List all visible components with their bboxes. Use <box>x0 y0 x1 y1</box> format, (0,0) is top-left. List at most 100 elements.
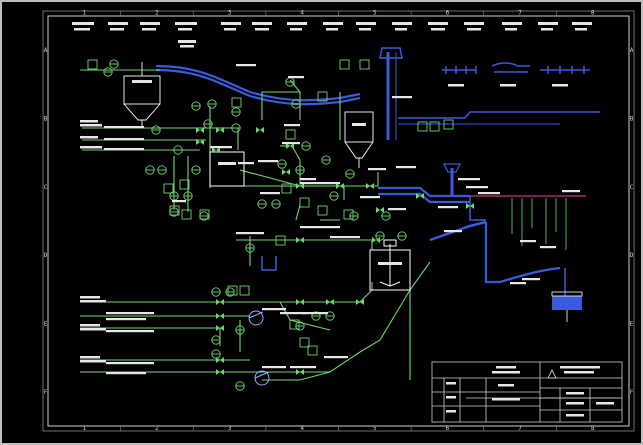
valve <box>216 357 224 363</box>
tank-icon <box>551 291 583 322</box>
title-block <box>431 361 623 423</box>
column-marker: 1 <box>83 425 87 432</box>
tag-label <box>368 168 386 171</box>
valve <box>286 143 294 149</box>
column-marker: 7 <box>518 425 522 432</box>
instrument-bubble-icon <box>103 59 407 391</box>
valve <box>296 369 304 375</box>
column-marker: 1 <box>83 10 87 17</box>
tag-label <box>444 230 462 233</box>
column-marker: 7 <box>518 10 522 17</box>
valve <box>296 183 304 189</box>
tag-label <box>262 366 286 369</box>
tag-label <box>360 196 380 199</box>
separator-vessel <box>344 111 374 168</box>
tag-label <box>330 236 360 239</box>
small-tank <box>261 256 277 271</box>
row-marker: C <box>630 184 634 191</box>
valve <box>376 207 384 213</box>
tag-label <box>106 318 146 321</box>
tag-label <box>106 362 154 365</box>
valve <box>356 299 364 305</box>
tag-label <box>284 124 300 127</box>
valve <box>212 147 220 153</box>
row-marker: B <box>44 116 48 123</box>
right-drop-lines <box>511 198 567 250</box>
instrument-box <box>199 209 210 220</box>
column-marker: 6 <box>446 425 450 432</box>
source-labels <box>80 120 106 363</box>
tag-label <box>324 356 348 359</box>
instrument-box <box>281 183 292 194</box>
instrument-box-group <box>87 59 454 356</box>
valve <box>296 237 304 243</box>
valve <box>366 183 374 189</box>
instrument-box <box>285 129 296 140</box>
title-block-text <box>446 366 614 417</box>
row-marker: A <box>630 47 634 54</box>
column-marker: 3 <box>228 425 232 432</box>
instrument-box <box>87 59 98 70</box>
tag-label <box>388 208 406 211</box>
column-marker: 8 <box>591 10 595 17</box>
instrument-box <box>307 345 318 356</box>
valve <box>216 127 224 133</box>
inner-border <box>47 15 630 427</box>
valve <box>196 139 204 145</box>
row-marker: F <box>630 389 634 396</box>
instrument-box <box>275 235 286 246</box>
instrument-box <box>317 205 328 216</box>
tag-label <box>106 312 154 315</box>
valve-icon <box>196 127 474 375</box>
row-marker: F <box>44 389 48 396</box>
instrument-box <box>299 197 310 208</box>
tag-label <box>262 308 286 311</box>
column-marker: 4 <box>300 425 304 432</box>
title-block-logo <box>547 369 557 379</box>
instrument-box <box>429 121 440 132</box>
mid-vessel <box>209 151 245 187</box>
instrument-box <box>163 183 174 194</box>
instrument-box <box>239 285 250 296</box>
valve <box>416 193 424 199</box>
valve <box>282 169 290 175</box>
silo-icon <box>123 62 161 128</box>
valve <box>296 299 304 305</box>
tag-label <box>520 240 536 243</box>
instrument-box <box>181 209 192 220</box>
tag-label <box>466 186 488 189</box>
valve <box>216 299 224 305</box>
row-marker: D <box>44 252 48 259</box>
tag-label <box>172 200 186 203</box>
pipe-blue-top <box>155 47 600 140</box>
tag-label <box>396 166 416 169</box>
tag-label <box>210 146 232 149</box>
tag-label <box>236 64 256 67</box>
instrument-box <box>169 205 180 216</box>
instrument-box <box>359 59 370 70</box>
valve <box>326 299 334 305</box>
tag-label <box>238 162 254 165</box>
outer-border <box>42 10 635 432</box>
column-marker: 5 <box>373 425 377 432</box>
tag-label <box>104 138 144 141</box>
valve <box>216 325 224 331</box>
row-marker: D <box>630 252 634 259</box>
row-marker: E <box>44 321 48 328</box>
column-marker: 2 <box>155 10 159 17</box>
column-marker: 8 <box>591 425 595 432</box>
conveyor-tags <box>448 84 568 87</box>
tag-label <box>258 160 278 163</box>
instrument-box <box>317 91 328 102</box>
row-marker: C <box>44 184 48 191</box>
tag-label <box>104 126 144 129</box>
tag-labels <box>104 64 580 375</box>
column-marker: 5 <box>373 10 377 17</box>
tag-label <box>458 178 480 181</box>
instrument-box <box>289 319 300 330</box>
conveyor-symbols <box>442 62 590 74</box>
tag-label <box>300 226 340 229</box>
valve <box>216 369 224 375</box>
